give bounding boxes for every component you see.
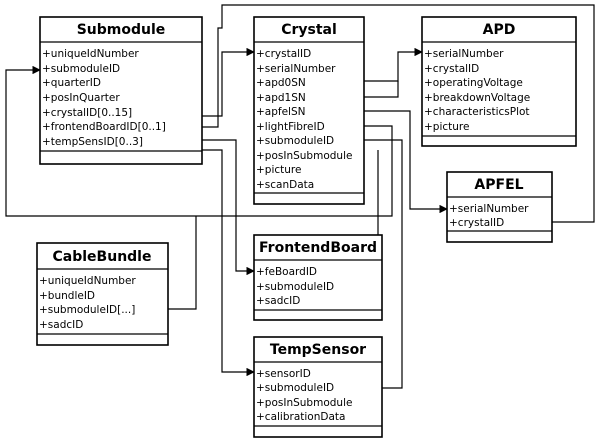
class-crystal-attr: +submoduleID	[256, 135, 334, 147]
class-crystal-attr: +picture	[256, 164, 301, 176]
class-cablebundle-attr: +submoduleID[...]	[39, 304, 135, 316]
class-apd-attr: +picture	[424, 121, 469, 133]
class-crystal-attr: +apfelSN	[256, 106, 306, 118]
connector-crystal-apd	[364, 47, 423, 82]
class-frontendboard-title: FrontendBoard	[259, 240, 377, 256]
class-crystal[interactable]: Crystal +crystalID +serialNumber +apd0SN…	[253, 16, 365, 205]
class-cablebundle-attr: +bundleID	[39, 290, 95, 302]
class-apd-attr: +breakdownVoltage	[424, 92, 530, 104]
class-submodule-attr: +tempSensID[0..3]	[42, 136, 143, 148]
class-submodule-title: Submodule	[77, 22, 166, 38]
class-tempsensor-attr: +submoduleID	[256, 382, 334, 394]
class-tempsensor-title: TempSensor	[270, 342, 366, 358]
class-frontendboard-attr: +submoduleID	[256, 281, 334, 293]
connector-crystal-apfel	[364, 110, 448, 214]
class-crystal-attr: +scanData	[256, 179, 314, 191]
class-crystal-attr: +posInSubmodule	[256, 150, 352, 162]
class-submodule-attr: +posInQuarter	[42, 92, 120, 104]
class-apfel-title: APFEL	[474, 177, 523, 193]
class-submodule-attr: +submoduleID	[42, 63, 120, 75]
connector-submodule-tempsensor	[202, 149, 255, 377]
class-submodule-attr: +frontendBoardID[0..1]	[42, 121, 166, 133]
connector-crystal-submodule	[5, 65, 393, 217]
class-submodule[interactable]: Submodule +uniqueIdNumber +submoduleID +…	[39, 16, 203, 165]
class-crystal-title: Crystal	[281, 22, 337, 38]
class-submodule-attr: +uniqueIdNumber	[42, 48, 139, 60]
class-apd-attr: +serialNumber	[424, 48, 504, 60]
connectors	[5, 4, 595, 389]
class-cablebundle[interactable]: CableBundle +uniqueIdNumber +bundleID +s…	[36, 242, 169, 346]
class-submodule-attr: +crystalID[0..15]	[42, 107, 132, 119]
class-crystal-attr: +crystalID	[256, 48, 311, 60]
class-tempsensor-attr: +posInSubmodule	[256, 397, 352, 409]
connector-cablebundle	[168, 216, 197, 310]
class-crystal-attr: +apd1SN	[256, 92, 306, 104]
class-apd[interactable]: APD +serialNumber +crystalID +operatingV…	[421, 16, 577, 147]
class-apfel-attr: +crystalID	[449, 217, 504, 229]
class-crystal-attr: +lightFibreID	[256, 121, 325, 133]
class-apd-title: APD	[483, 22, 516, 38]
connector-submodule-frontendboard	[202, 139, 255, 276]
class-crystal-attr: +apd0SN	[256, 77, 306, 89]
class-frontendboard[interactable]: FrontendBoard +feBoardID +submoduleID +s…	[253, 234, 383, 321]
class-cablebundle-attr: +sadcID	[39, 319, 83, 331]
connector-submodule-crystal	[202, 47, 255, 117]
class-submodule-attr: +quarterID	[42, 77, 101, 89]
class-frontendboard-attr: +sadcID	[256, 295, 300, 307]
class-crystal-attr: +serialNumber	[256, 63, 336, 75]
class-apfel[interactable]: APFEL +serialNumber +crystalID	[446, 171, 553, 243]
connector-tempsensor-crystal	[364, 139, 403, 389]
class-tempsensor-attr: +calibrationData	[256, 411, 345, 423]
connector-top-loop	[202, 4, 595, 223]
class-frontendboard-attr: +feBoardID	[256, 266, 317, 278]
class-tempsensor-attr: +sensorID	[256, 368, 311, 380]
class-cablebundle-title: CableBundle	[53, 249, 152, 265]
class-apd-attr: +operatingVoltage	[424, 77, 523, 89]
class-cablebundle-attr: +uniqueIdNumber	[39, 275, 136, 287]
connector-crystal-apd-2	[364, 81, 399, 98]
class-tempsensor[interactable]: TempSensor +sensorID +submoduleID +posIn…	[253, 336, 383, 438]
class-apd-attr: +characteristicsPlot	[424, 106, 530, 118]
class-apd-attr: +crystalID	[424, 63, 479, 75]
class-apfel-attr: +serialNumber	[449, 203, 529, 215]
